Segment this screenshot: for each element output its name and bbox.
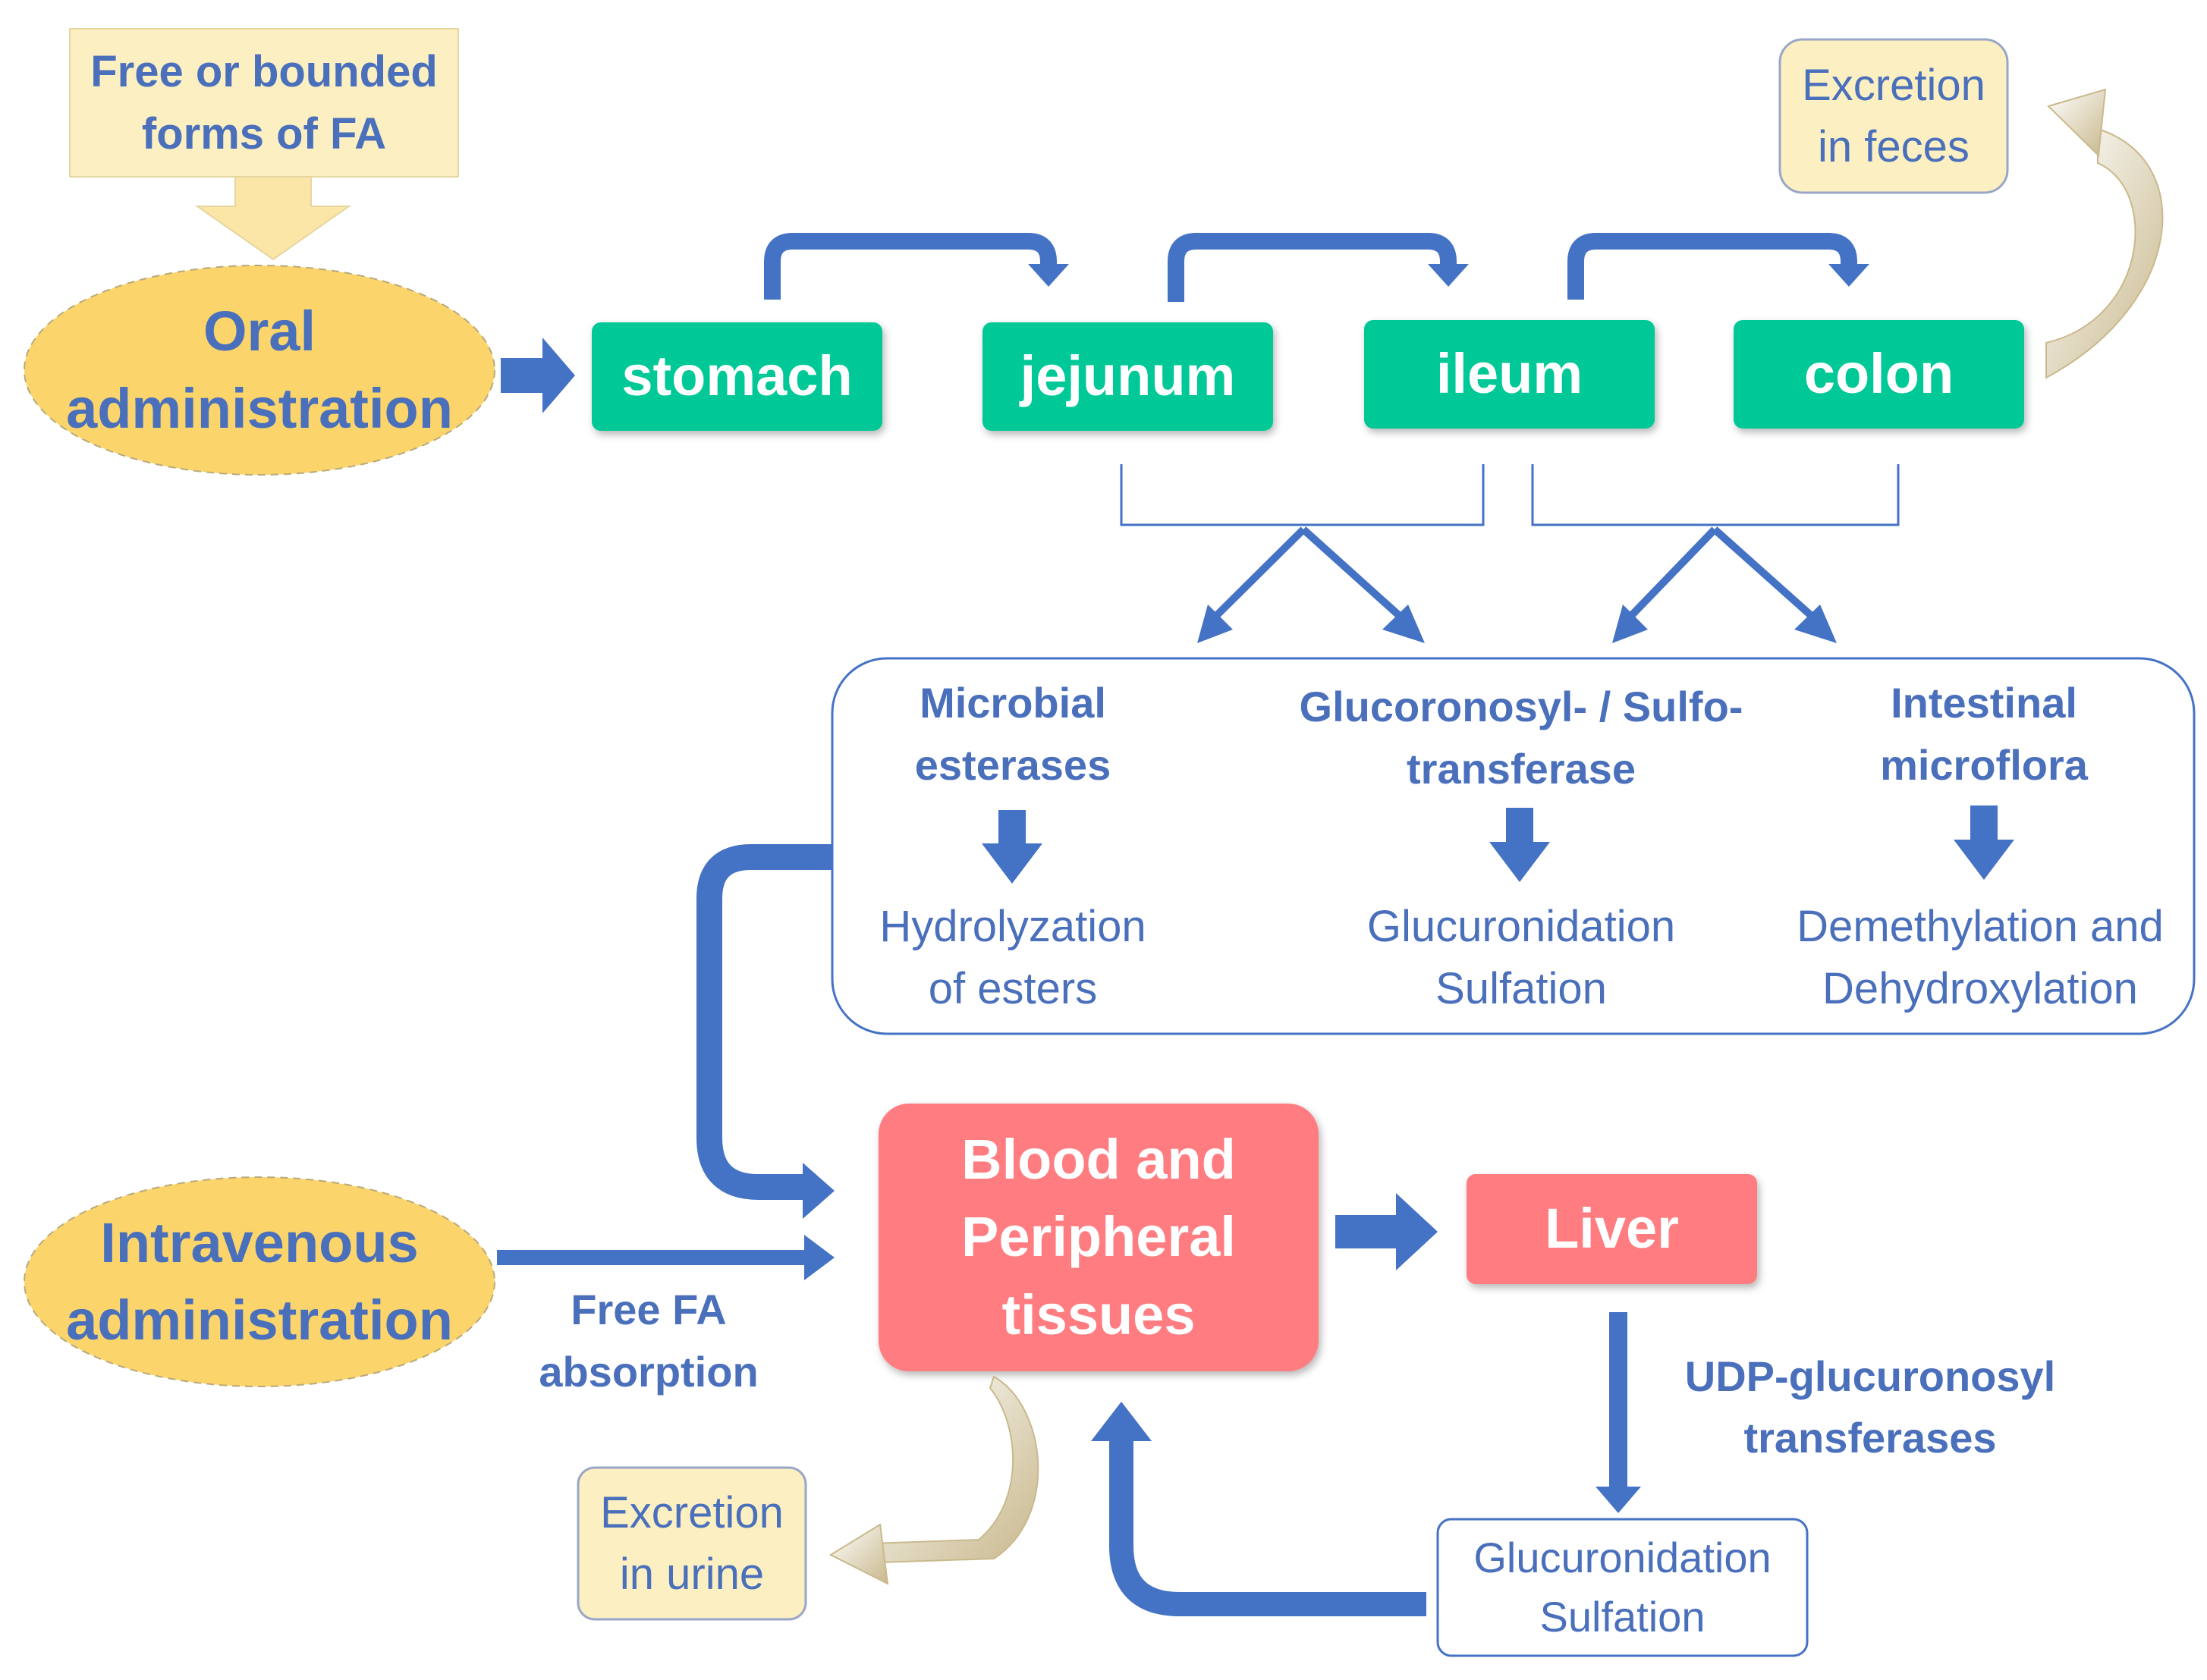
blood-to-liver-arrow xyxy=(1335,1193,1438,1270)
liver-conjugation-box xyxy=(1436,1518,1809,1657)
stomach-box xyxy=(592,322,882,431)
ileum-label: ileum xyxy=(1435,342,1583,406)
oral-administration-oval xyxy=(24,265,495,476)
intravenous-to-blood-arrow xyxy=(497,1235,835,1280)
bracket-right-arrows xyxy=(1612,526,1837,643)
oral-to-stomach-arrow xyxy=(501,338,575,413)
jejunum-label: jejunum xyxy=(1020,344,1236,408)
colon-box xyxy=(1734,320,2024,429)
liver-enzymes-label: UDP-glucuronosyl transferases xyxy=(1684,1352,2056,1462)
colon-label: colon xyxy=(1803,342,1954,406)
ileum-to-colon-arrow xyxy=(1567,233,1869,300)
bracket-left-arrows xyxy=(1197,526,1425,643)
stomach-label: stomach xyxy=(621,344,853,408)
oral-source-down-arrow xyxy=(194,176,352,261)
esterases-down-arrow xyxy=(982,810,1042,884)
excretion-feces-label: Excretion in feces xyxy=(1802,60,1985,171)
conjugation-to-blood-arrow xyxy=(1091,1402,1426,1616)
stomach-to-jejunum-arrow xyxy=(764,233,1069,300)
microflora-agent-label: Intestinal microflora xyxy=(1880,679,2088,789)
ileum-colon-bracket xyxy=(1531,464,1900,526)
jejunum-to-ileum-arrow xyxy=(1168,233,1469,302)
oral-source-box xyxy=(69,28,459,177)
blood-peripheral-box xyxy=(879,1104,1319,1371)
colon-to-feces-arrow xyxy=(2045,88,2164,379)
oral-source-label: Free or bounded forms of FA xyxy=(90,47,438,159)
excretion-urine-box xyxy=(577,1466,807,1621)
intravenous-administration-oval xyxy=(24,1176,495,1387)
microflora-down-arrow xyxy=(1954,805,2014,880)
microflora-process-label: Demethylation and Dehydroxylation xyxy=(1797,902,2164,1013)
esterases-agent-label: Microbial esterases xyxy=(914,679,1111,789)
jejunum-ileum-bracket xyxy=(1120,464,1485,526)
liver-label: Liver xyxy=(1545,1197,1679,1261)
transferase-agent-label: Glucoronosyl- / Sulfo- transferase xyxy=(1299,683,1743,793)
liver-box xyxy=(1467,1174,1757,1284)
liver-conjugation-label: Glucuronidation Sulfation xyxy=(1473,1533,1772,1641)
transferase-process-label: Glucuronidation Sulfation xyxy=(1366,902,1676,1013)
oral-administration-label: Oral administration xyxy=(66,299,453,440)
panel-to-blood-arrow xyxy=(696,844,835,1219)
intravenous-administration-label: Intravenous administration xyxy=(66,1211,453,1352)
excretion-feces-box xyxy=(1778,38,2009,194)
liver-to-conjugation-arrow xyxy=(1596,1312,1641,1513)
free-fa-absorption-label: Free FA absorption xyxy=(539,1286,759,1396)
blood-to-urine-arrow xyxy=(828,1375,1039,1585)
excretion-urine-label: Excretion in urine xyxy=(600,1487,784,1599)
transferase-down-arrow xyxy=(1489,808,1550,882)
esterases-process-label: Hydrolyzation of esters xyxy=(879,902,1146,1013)
ileum-box xyxy=(1364,320,1655,429)
blood-peripheral-label: Blood and Peripheral tissues xyxy=(961,1128,1236,1346)
jejunum-box xyxy=(982,322,1273,431)
